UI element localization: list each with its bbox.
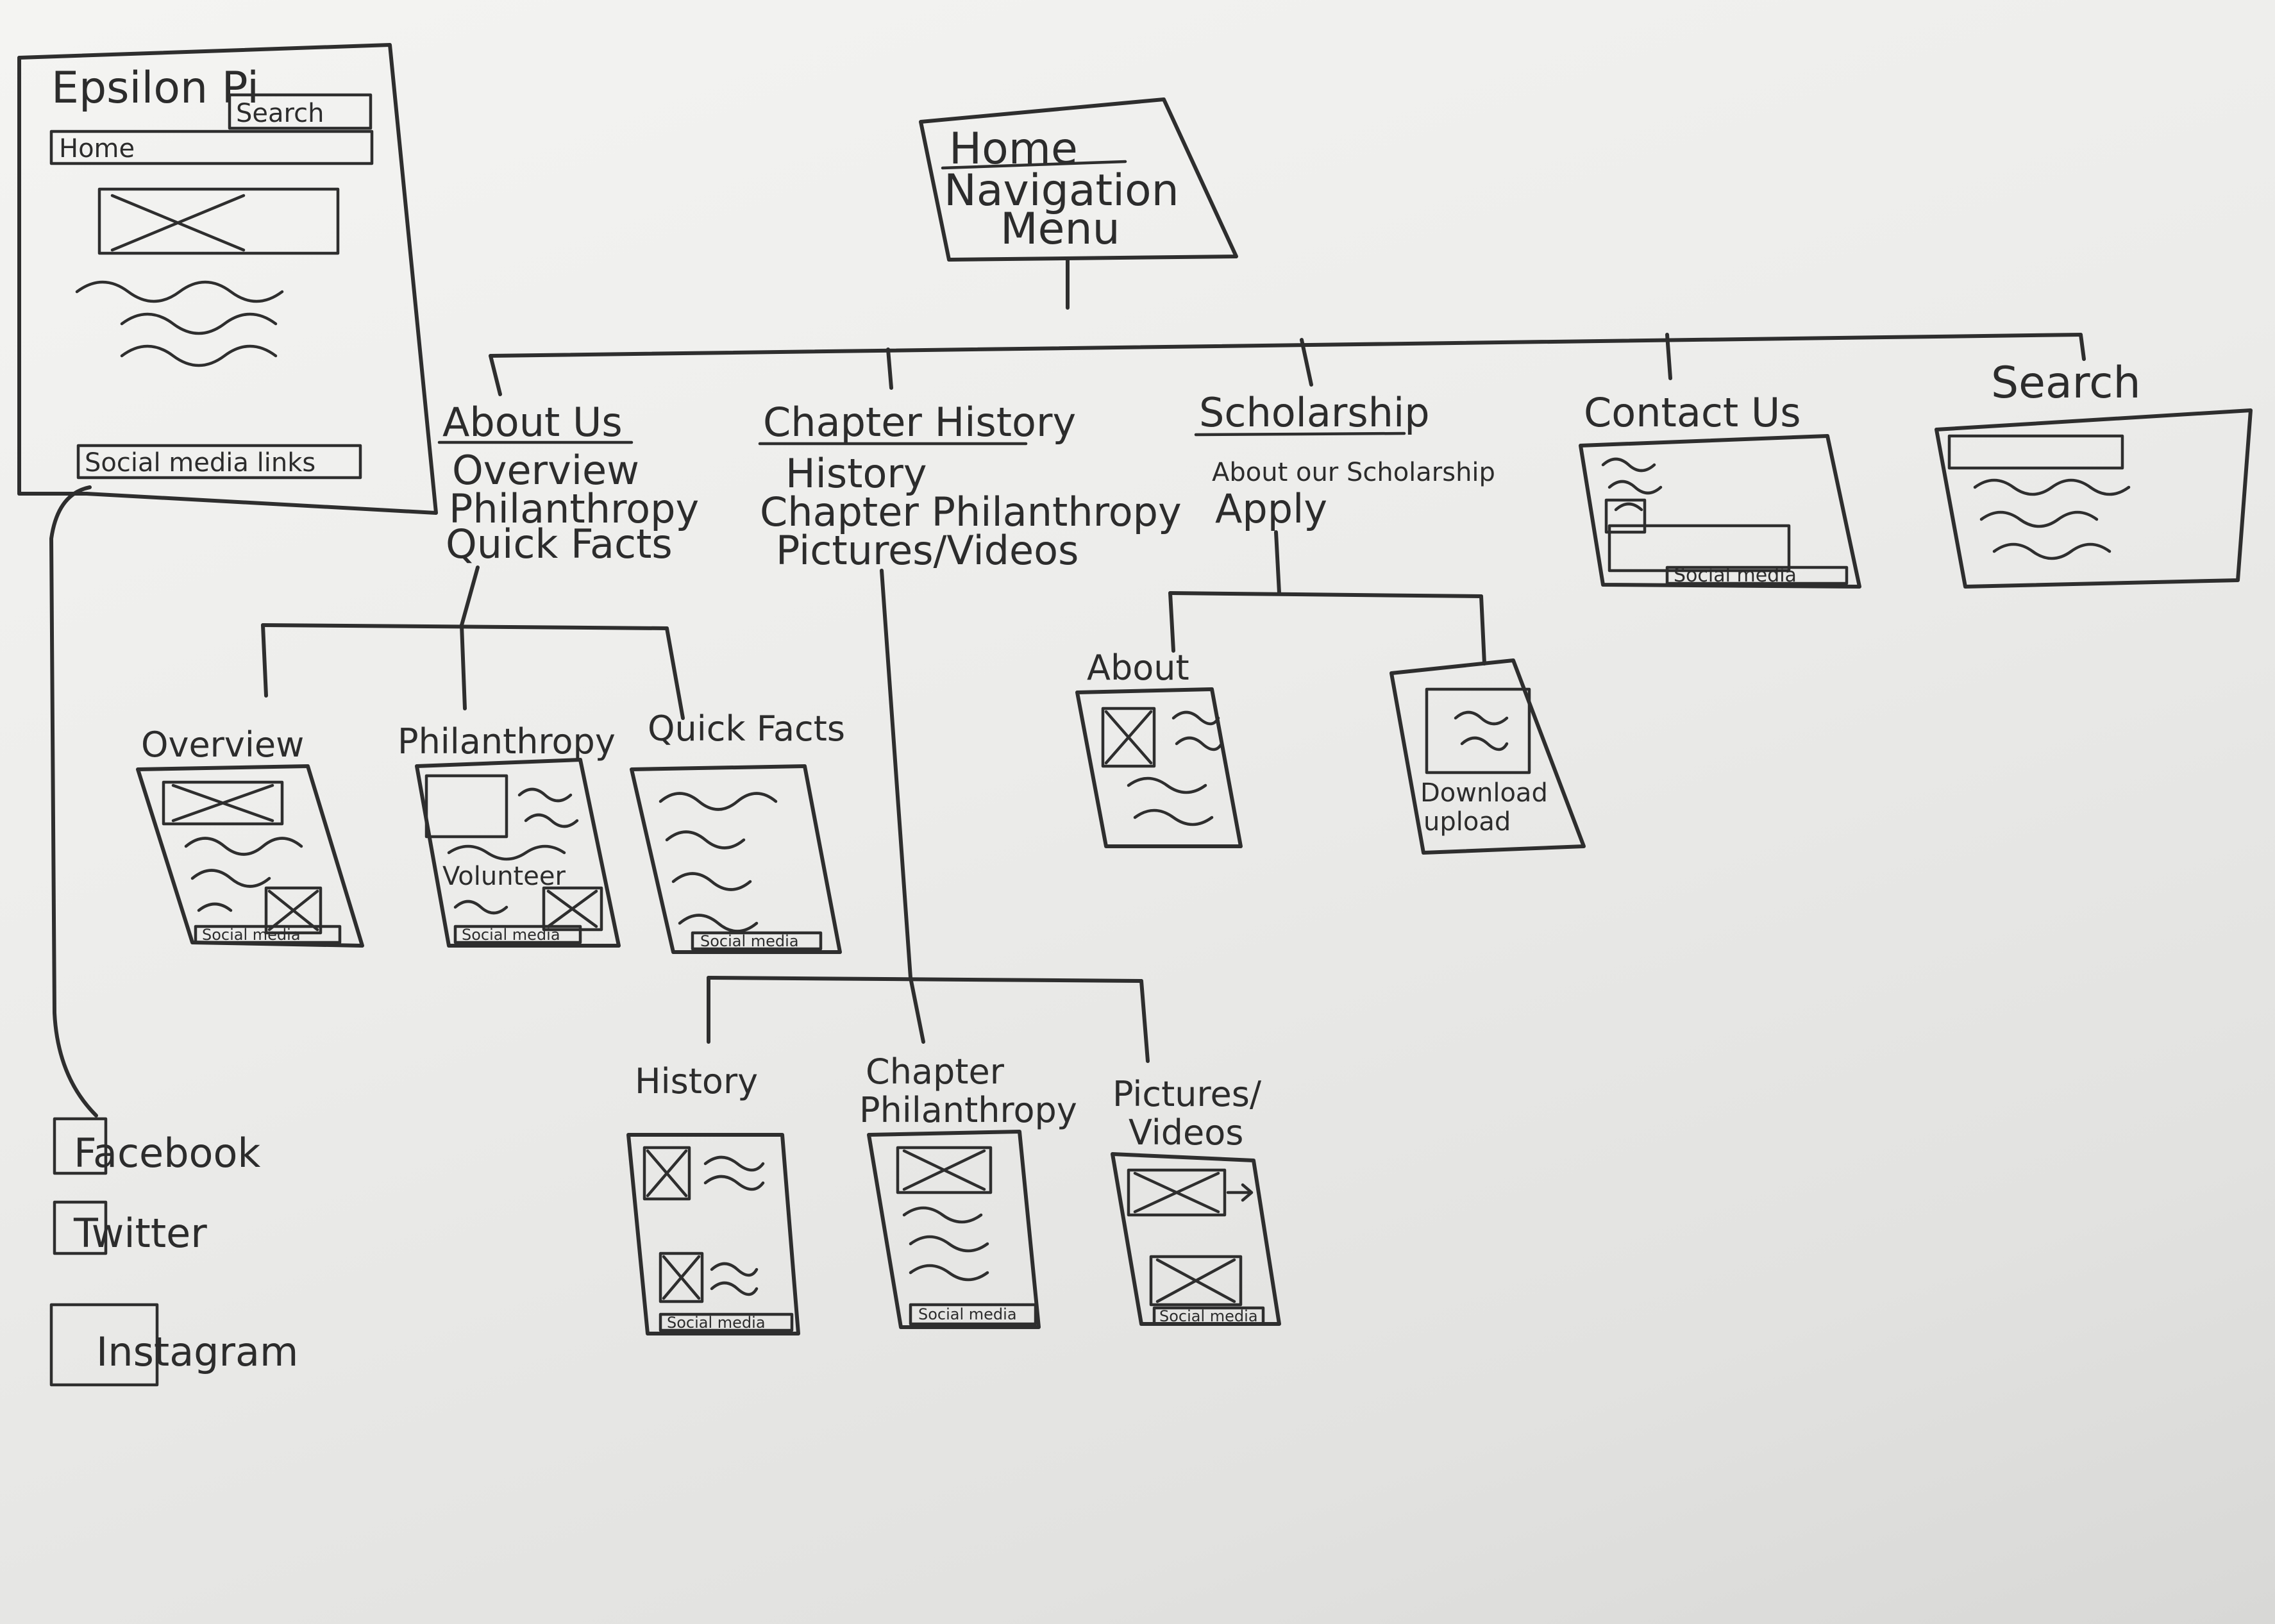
- home-mockup-nav-label: Home: [59, 134, 135, 163]
- about-us-children-connectors: [261, 565, 685, 720]
- about-us-item-quick-facts: Quick Facts: [446, 521, 673, 567]
- page-philanthropy: Philanthropy Volunteer Social media: [398, 721, 621, 948]
- scholarship-item-apply: Apply: [1215, 485, 1327, 532]
- scholarship-children-connectors: [1168, 530, 1486, 666]
- apply-upload: upload: [1423, 807, 1511, 837]
- philanthropy-note: Volunteer: [442, 862, 566, 891]
- root-node-home-navigation: Home Navigation Menu: [919, 97, 1238, 262]
- page-chapter-philanthropy: Chapter Philanthropy Social media: [859, 1051, 1077, 1329]
- search-page-input: [1947, 434, 2124, 470]
- chapter-history-item-chapter-philanthropy: Chapter Philanthropy: [760, 489, 1182, 535]
- social-links-connector: [49, 485, 98, 1118]
- page-quick-facts: Quick Facts Social media: [630, 708, 845, 954]
- chapter-history-children-connectors: [707, 569, 1150, 1063]
- section-scholarship: Scholarship About our Scholarship Apply: [1194, 389, 1495, 532]
- root-node-box: [919, 97, 1238, 262]
- philanthropy-frame: [415, 758, 621, 948]
- about-us-title: About Us: [442, 399, 623, 446]
- search-title: Search: [1991, 358, 2141, 408]
- pictures-videos-footer: Social media: [1159, 1307, 1258, 1325]
- chapter-philanthropy-frame: [867, 1130, 1041, 1329]
- apply-frame: [1389, 658, 1586, 855]
- page-overview: Overview Social media: [136, 724, 364, 948]
- overview-title: Overview: [141, 724, 304, 765]
- page-pictures-videos: Pictures/ Videos Social media: [1111, 1074, 1281, 1326]
- home-mockup-nav-bar: [49, 130, 374, 165]
- section-about-us: About Us Overview Philanthropy Quick Fac…: [437, 399, 699, 567]
- root-line-navigation: Navigation: [944, 165, 1179, 216]
- overview-footer: Social media: [202, 926, 301, 944]
- facebook-icon-box: [53, 1117, 108, 1175]
- contact-us-title: Contact Us: [1584, 389, 1801, 436]
- pictures-videos-frame: [1111, 1152, 1281, 1326]
- page-history: History Social media: [626, 1061, 800, 1335]
- section-search: Search: [1935, 358, 2253, 589]
- social-instagram: Instagram: [96, 1328, 298, 1375]
- chapter-history-item-history: History: [785, 450, 927, 497]
- twitter-icon-box: [53, 1200, 108, 1255]
- root-line-menu: Menu: [1000, 204, 1120, 255]
- top-level-connectors: [489, 258, 2086, 396]
- home-page-mockup: Epsilon Pi Search Home Social media link…: [17, 43, 438, 515]
- home-mockup-social-label: Social media links: [85, 448, 315, 478]
- philanthropy-title: Philanthropy: [398, 721, 616, 762]
- apply-download: Download: [1420, 778, 1548, 808]
- section-contact-us: Contact Us Social media: [1579, 389, 1861, 589]
- quick-facts-frame: [630, 764, 842, 954]
- chapter-philanthropy-footer: Social media: [918, 1305, 1017, 1323]
- chapter-philanthropy-title-2: Philanthropy: [859, 1090, 1077, 1130]
- page-apply: Download upload: [1389, 658, 1586, 855]
- quick-facts-footer: Social media: [700, 932, 799, 950]
- contact-us-footer: Social media: [1674, 564, 1797, 587]
- home-mockup-frame: [17, 43, 438, 515]
- history-title: History: [635, 1061, 758, 1101]
- search-page-frame: [1935, 408, 2253, 589]
- pictures-videos-title-2: Videos: [1129, 1112, 1243, 1153]
- about-us-item-philanthropy: Philanthropy: [449, 485, 699, 532]
- about-scholarship-title: About: [1087, 648, 1189, 688]
- scholarship-item-about: About our Scholarship: [1212, 458, 1495, 487]
- philanthropy-footer: Social media: [462, 926, 560, 944]
- chapter-history-item-pictures-videos: Pictures/Videos: [776, 527, 1079, 574]
- chapter-history-title: Chapter History: [763, 399, 1076, 446]
- about-scholarship-frame: [1075, 687, 1243, 848]
- home-mockup-social-links: [76, 444, 362, 480]
- history-frame: [626, 1133, 800, 1335]
- social-facebook: Facebook: [74, 1130, 260, 1176]
- overview-frame: [136, 764, 364, 948]
- chapter-philanthropy-title-1: Chapter: [866, 1051, 1005, 1092]
- about-us-item-overview: Overview: [452, 447, 639, 494]
- pictures-videos-title-1: Pictures/: [1112, 1074, 1262, 1114]
- scholarship-title: Scholarship: [1199, 389, 1430, 436]
- contact-us-frame: [1579, 434, 1861, 589]
- home-mockup-title: Epsilon Pi: [51, 63, 259, 113]
- section-chapter-history: Chapter History History Chapter Philanth…: [758, 399, 1182, 574]
- history-footer: Social media: [667, 1314, 766, 1332]
- home-mockup-image-placeholder: [97, 187, 340, 255]
- social-twitter: Twitter: [73, 1210, 207, 1257]
- social-links-branch: Facebook Twitter Instagram: [49, 485, 298, 1387]
- home-mockup-search-label: Search: [236, 99, 324, 128]
- quick-facts-title: Quick Facts: [648, 708, 845, 749]
- instagram-icon-box: [49, 1303, 159, 1387]
- page-about-scholarship: About: [1075, 648, 1243, 848]
- home-mockup-search-box: [228, 93, 373, 130]
